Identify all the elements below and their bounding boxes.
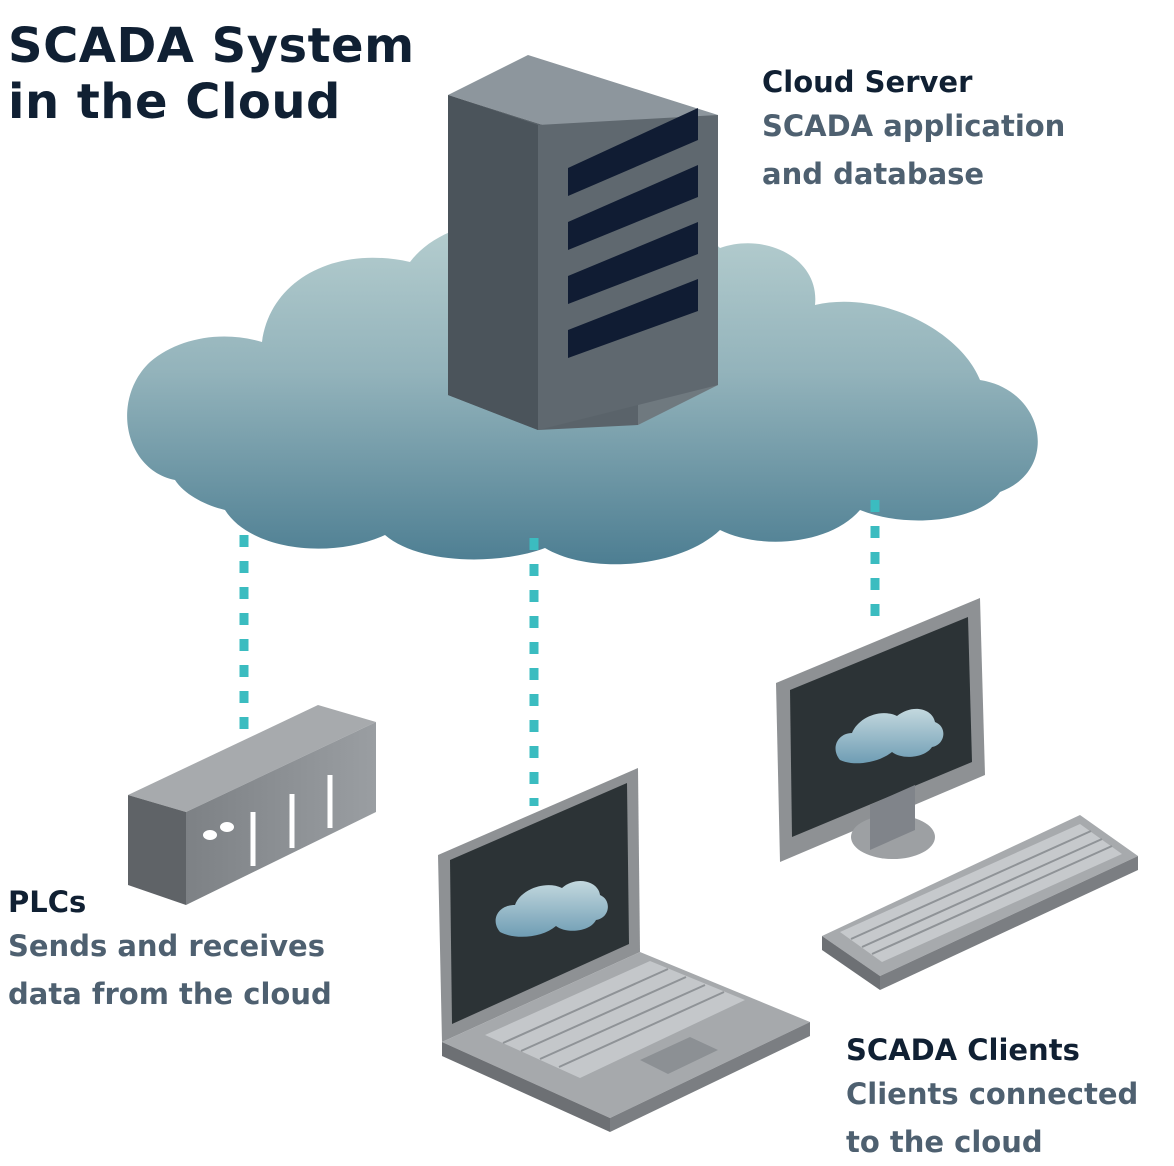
scada-clients-heading: SCADA Clients — [846, 1033, 1080, 1067]
cloud-server-label: Cloud Server SCADA application and datab… — [762, 62, 1065, 198]
scada-clients-label: SCADA Clients Clients connected to the c… — [846, 1030, 1138, 1166]
page-title: SCADA System in the Cloud — [8, 18, 415, 130]
plcs-heading: PLCs — [8, 885, 87, 919]
desktop-monitor-icon — [776, 598, 985, 862]
cloud-server-description-line1: SCADA application — [762, 109, 1066, 143]
page-title-line2: in the Cloud — [8, 74, 341, 130]
plc-device-icon — [128, 705, 376, 905]
laptop-screen-cloud-icon — [495, 880, 608, 937]
cloud-server-description-line2: and database — [762, 157, 985, 191]
connector-lines — [239, 500, 880, 806]
server-tower-icon — [448, 55, 718, 430]
keyboard-icon — [822, 815, 1138, 990]
scada-clients-description-line2: to the cloud — [846, 1125, 1043, 1159]
scada-clients-description-line1: Clients connected — [846, 1077, 1139, 1111]
cloud-server-heading: Cloud Server — [762, 65, 973, 99]
plcs-description-line2: data from the cloud — [8, 977, 332, 1011]
plcs-label: PLCs Sends and receives data from the cl… — [8, 882, 332, 1018]
laptop-icon — [438, 768, 810, 1132]
plcs-description-line1: Sends and receives — [8, 929, 325, 963]
page-title-line1: SCADA System — [8, 18, 415, 74]
desktop-screen-cloud-icon — [835, 708, 944, 764]
